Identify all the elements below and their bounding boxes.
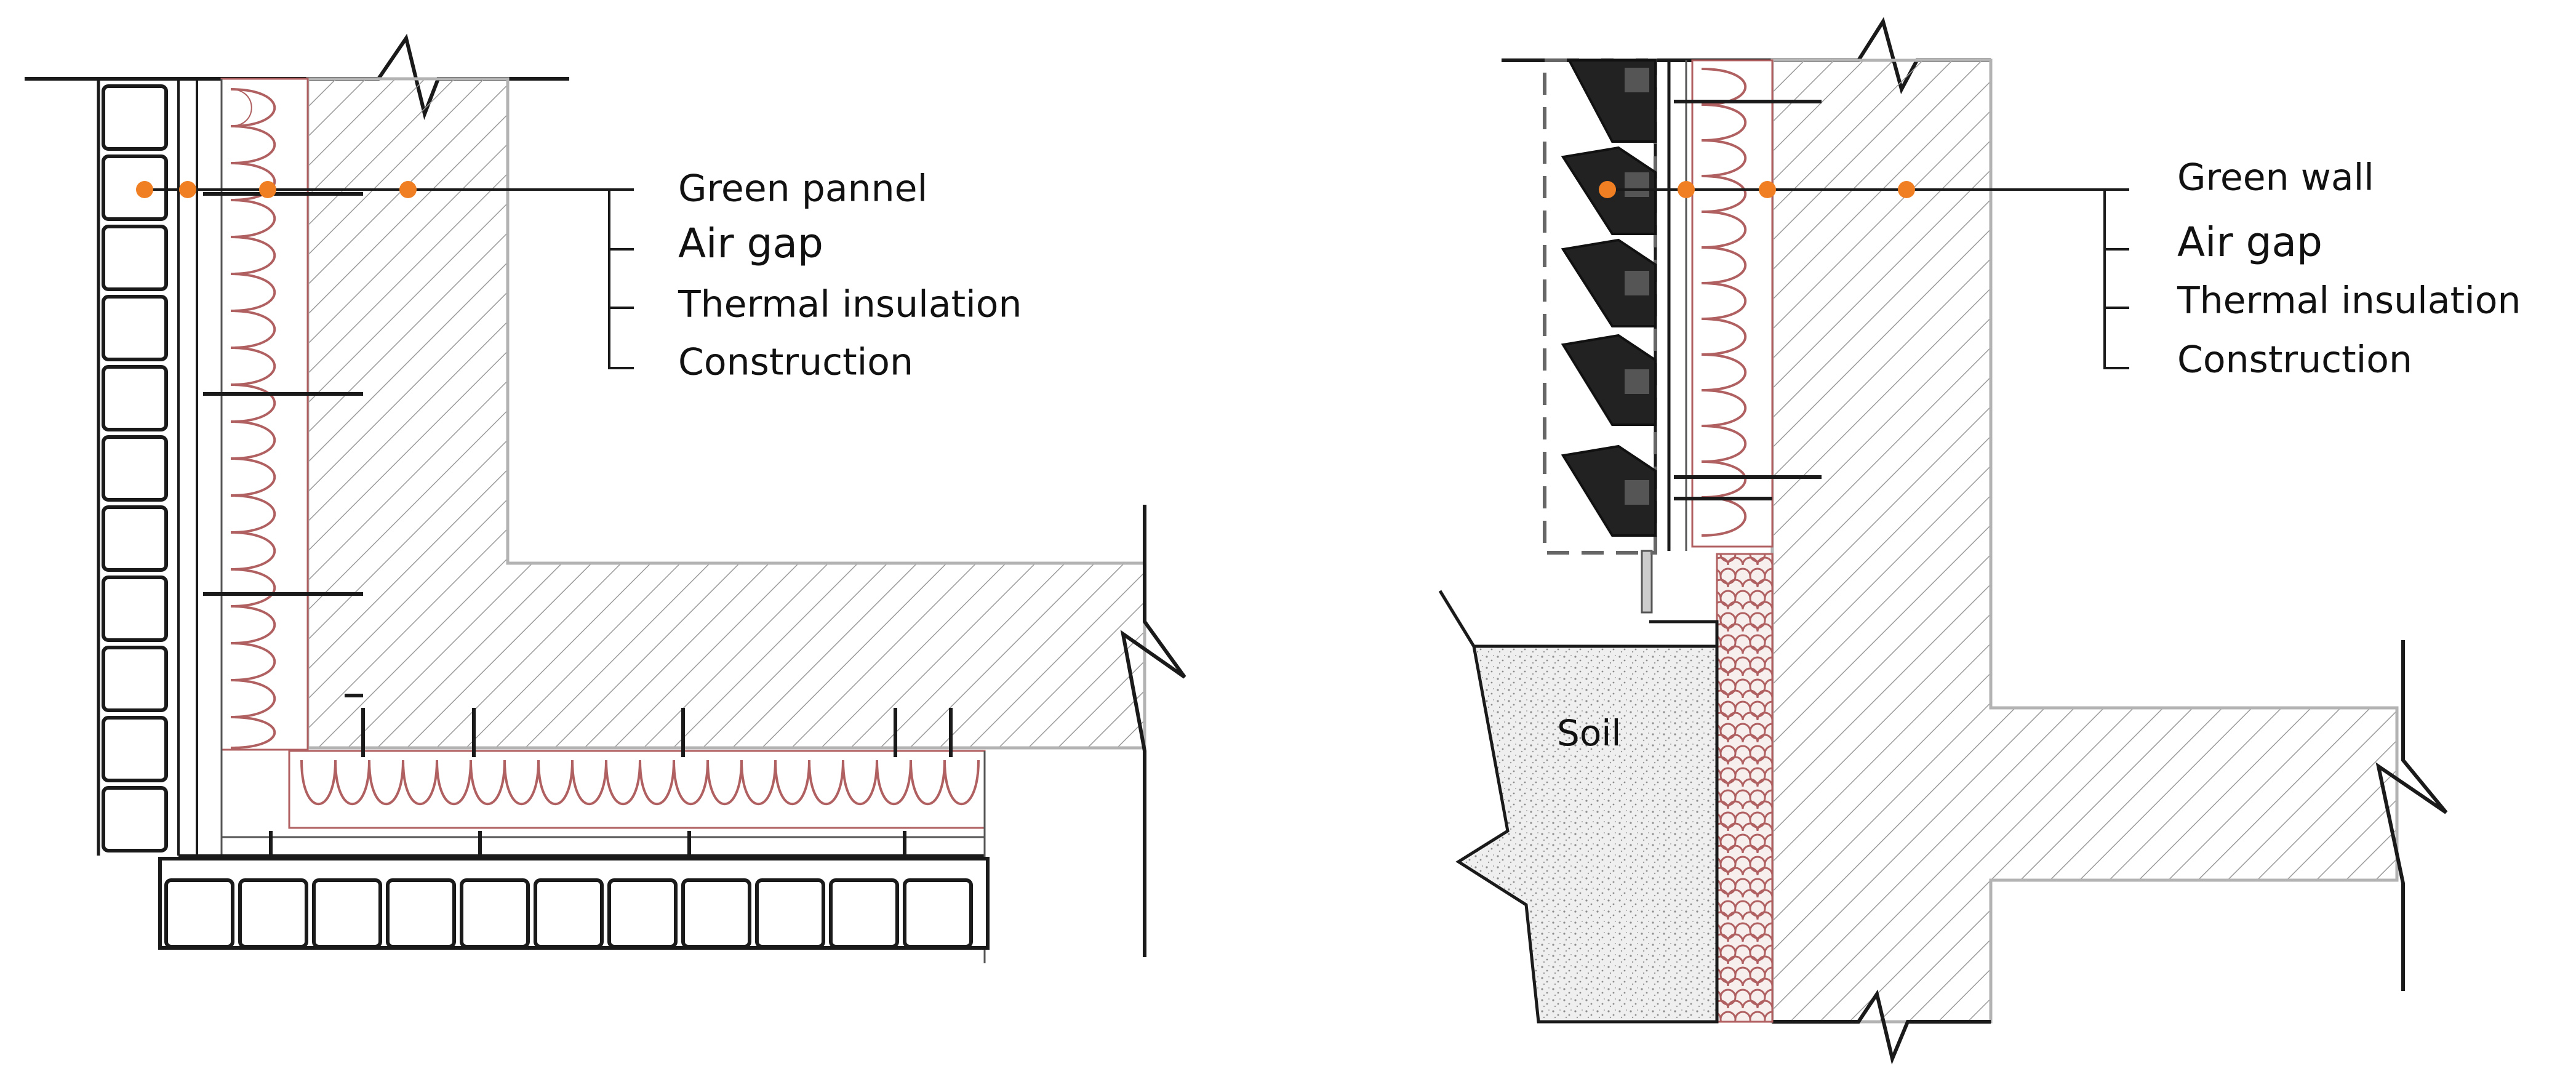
right-wall-section: Soil: [1438, 17, 2521, 1065]
right-below-grade-insulation: [1716, 553, 1774, 1023]
left-right-break-line: [1120, 505, 1186, 957]
right-marker-air-gap: [1678, 181, 1695, 198]
right-label-thermal-insulation: Thermal insulation: [2177, 279, 2521, 323]
right-label-green-wall: Green wall: [2177, 156, 2374, 199]
right-thermal-insulation: [1701, 68, 1747, 537]
right-concrete-construction: [1770, 58, 2399, 1024]
left-marker-air-gap: [179, 181, 196, 198]
right-leader-bracket: [2103, 190, 2129, 369]
left-label-thermal-insulation: Thermal insulation: [678, 283, 1022, 326]
left-label-green-panel: Green pannel: [678, 167, 927, 211]
left-green-panel-horizontal: [164, 878, 973, 949]
left-thermal-insulation-vertical: [230, 88, 276, 749]
right-soil: [1438, 590, 1719, 1024]
left-thermal-insulation-horizontal: [300, 760, 980, 806]
right-right-break-line: [2375, 640, 2448, 991]
right-marker-thermal-insulation: [1759, 181, 1776, 198]
left-wall-section: Green pannel Air gap Thermal insulation …: [25, 33, 1186, 963]
soil-label: Soil: [1557, 712, 1622, 754]
left-leader-bracket: [608, 190, 634, 369]
left-anchors: [203, 192, 953, 859]
left-marker-construction: [399, 181, 417, 198]
right-marker-green-wall: [1599, 181, 1616, 198]
right-green-wall-pockets: [1561, 59, 1657, 537]
right-marker-construction: [1898, 181, 1915, 198]
right-bottom-break-line: [1772, 989, 1991, 1065]
right-label-air-gap: Air gap: [2177, 219, 2322, 266]
right-anchors: [1674, 100, 1822, 500]
left-marker-green-panel: [136, 181, 153, 198]
left-label-air-gap: Air gap: [678, 220, 823, 267]
left-marker-thermal-insulation: [259, 181, 276, 198]
left-green-panel-vertical: [102, 84, 168, 852]
right-label-construction: Construction: [2177, 339, 2412, 382]
left-label-construction: Construction: [678, 341, 913, 384]
